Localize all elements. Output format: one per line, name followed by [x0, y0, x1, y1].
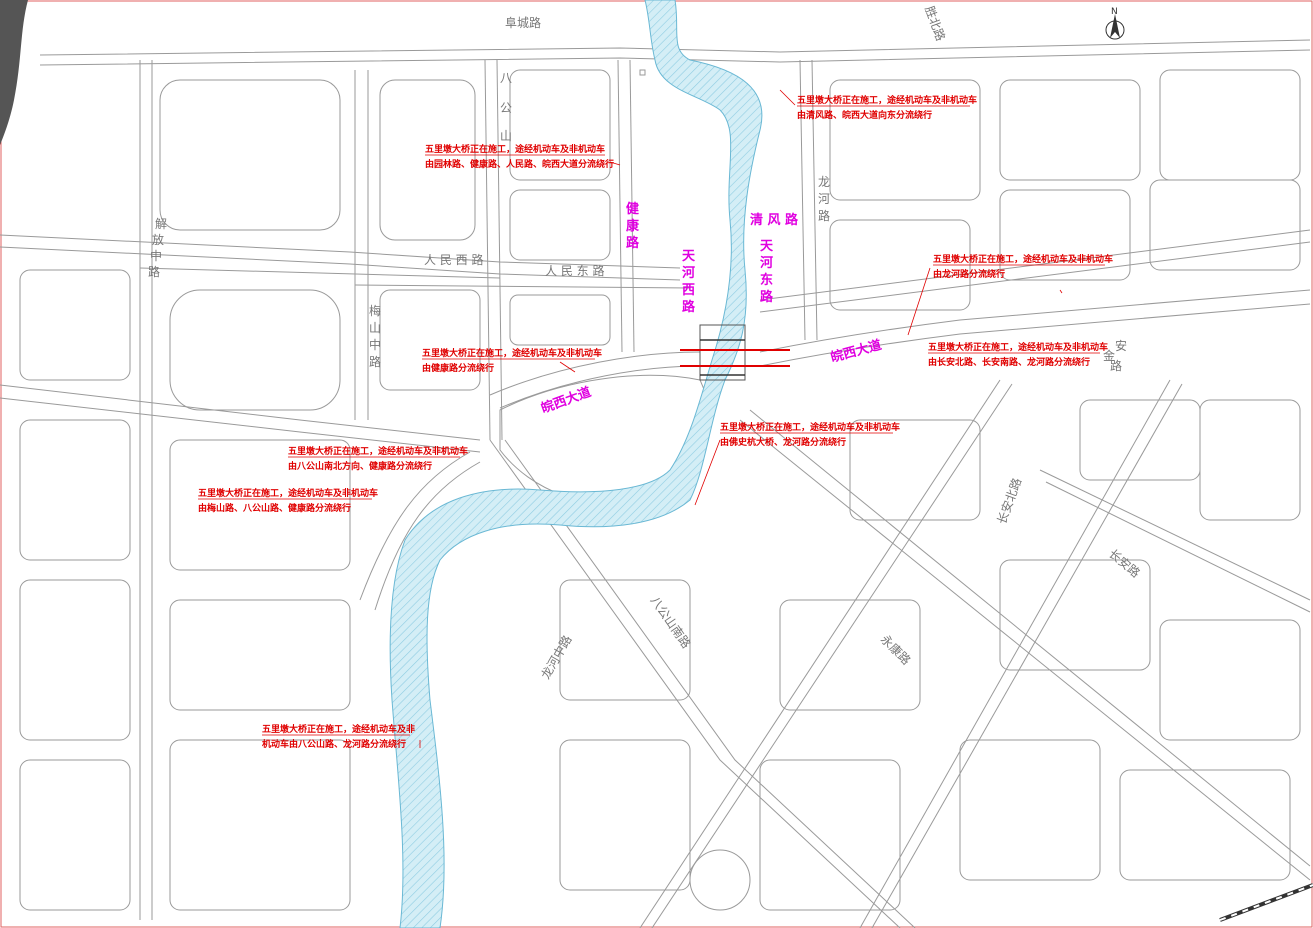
main-road-label: 西 [682, 283, 695, 298]
main-road-label: 皖西大道 [539, 384, 593, 417]
notice-line: 五里墩大桥正在施工，途经机动车及非机动车 [720, 421, 900, 433]
notice-3: 五里墩大桥正在施工，途经机动车及非机动车 由龙河路分流绕行 [933, 253, 1113, 280]
notice-6: 五里墩大桥正在施工，途经机动车及非机动车 由佛史杭大桥、龙河路分流绕行 [720, 421, 900, 448]
bridge-construction [680, 324, 790, 381]
road-network [0, 39, 1311, 928]
road-label: 梅 [369, 303, 381, 318]
notice-2: 五里墩大桥正在施工，途经机动车及非机动车 由园林路、健康路、人民路、皖西大道分流… [425, 143, 614, 170]
notice-line: 由清风路、皖西大道向东分流绕行 [797, 109, 932, 121]
road-label: 放 [152, 232, 164, 247]
road-label: 人 民 西 路 [424, 252, 483, 267]
river [389, 0, 763, 928]
road-label: 八 [500, 71, 512, 85]
railway [1219, 883, 1313, 922]
notice-line: 由八公山南北方向、健康路分流绕行 [288, 460, 432, 472]
notice-line: 由梅山路、八公山路、健康路分流绕行 [198, 502, 351, 514]
road-label: 阜城路 [505, 15, 541, 30]
road-label: 路 [148, 264, 160, 279]
road-label: 山 [369, 321, 381, 335]
notice-line: 由健康路分流绕行 [422, 362, 494, 374]
notice-line: 五里墩大桥正在施工，途经机动车及非机动车 [933, 253, 1113, 265]
north-arrow: N [1105, 7, 1125, 40]
road-label: 金 [1103, 348, 1115, 363]
main-road-label: 路 [626, 235, 640, 251]
road-label: 安 [1115, 338, 1127, 353]
road-label: 永康路 [878, 632, 914, 668]
construction-notices: 五里墩大桥正在施工，途经机动车及非机动车 由清风路、皖西大道向东分流绕行 五里墩… [198, 94, 1113, 750]
road-label: 胜北路 [922, 4, 948, 43]
terrain-edge [0, 0, 28, 145]
road-label: 路 [369, 354, 381, 369]
road-label: 山 [500, 129, 512, 143]
main-road-label: 健 [626, 201, 639, 217]
main-road-label: 路 [760, 289, 774, 305]
main-road-label: 河 [682, 265, 695, 281]
notice-8: 五里墩大桥正在施工，途经机动车及非机动车 由梅山路、八公山路、健康路分流绕行 [198, 487, 378, 514]
main-road-label: 天 [682, 249, 696, 264]
road-label: 中 [369, 337, 381, 352]
notice-1: 五里墩大桥正在施工，途经机动车及非机动车 由清风路、皖西大道向东分流绕行 [797, 94, 977, 121]
road-label: 长安路 [1106, 546, 1143, 581]
main-road-label: 皖西大道 [829, 337, 883, 366]
road-label: 河 [818, 192, 830, 206]
road-label: 解 [155, 217, 167, 231]
notice-line: 由园林路、健康路、人民路、皖西大道分流绕行 [425, 158, 614, 170]
road-label: 龙 [818, 175, 830, 189]
road-label: 长安北路 [994, 476, 1025, 526]
notice-9: 五里墩大桥正在施工，途经机动车及非 机动车由八公山路、龙河路分流绕行 [262, 723, 415, 750]
notice-line: 五里墩大桥正在施工，途经机动车及非机动车 [928, 341, 1108, 353]
main-road-label: 清 风 路 [750, 212, 799, 228]
notice-5: 五里墩大桥正在施工，途经机动车及非机动车 由长安北路、长安南路、龙河路分流绕行 [928, 341, 1108, 368]
notice-line: 五里墩大桥正在施工，途经机动车及非机动车 [288, 445, 468, 457]
road-label: 中 [150, 248, 162, 263]
notice-line: 五里墩大桥正在施工，途经机动车及非 [262, 723, 415, 735]
notice-line: 机动车由八公山路、龙河路分流绕行 [262, 738, 406, 750]
notice-line: 由佛史杭大桥、龙河路分流绕行 [720, 436, 846, 448]
notice-line: 由龙河路分流绕行 [933, 268, 1005, 280]
road-label: 公 [500, 101, 512, 115]
road-label: 路 [1110, 358, 1122, 373]
notice-line: 由长安北路、长安南路、龙河路分流绕行 [928, 356, 1090, 368]
road-label: 人 民 东 路 [545, 263, 604, 278]
notice-line: 五里墩大桥正在施工，途经机动车及非机动车 [198, 487, 378, 499]
notice-line: 五里墩大桥正在施工，途经机动车及非机动车 [797, 94, 977, 106]
main-road-label: 天 [760, 239, 774, 254]
notice-line: 五里墩大桥正在施工，途经机动车及非机动车 [425, 143, 605, 155]
notice-line: 五里墩大桥正在施工，途经机动车及非机动车 [422, 347, 602, 359]
main-road-label: 河 [760, 255, 773, 271]
north-label: N [1111, 7, 1118, 17]
main-road-label: 路 [682, 299, 696, 315]
road-label: 龙河中路 [538, 632, 575, 681]
road-label: 路 [818, 208, 830, 223]
main-road-label: 东 [760, 272, 773, 288]
notice-4: 五里墩大桥正在施工，途经机动车及非机动车 由健康路分流绕行 [422, 347, 602, 374]
notice-leaders [419, 89, 1063, 748]
notice-7: 五里墩大桥正在施工，途经机动车及非机动车 由八公山南北方向、健康路分流绕行 [288, 445, 468, 472]
road-label: 八公山南路 [648, 593, 695, 651]
main-road-label: 康 [626, 218, 640, 234]
